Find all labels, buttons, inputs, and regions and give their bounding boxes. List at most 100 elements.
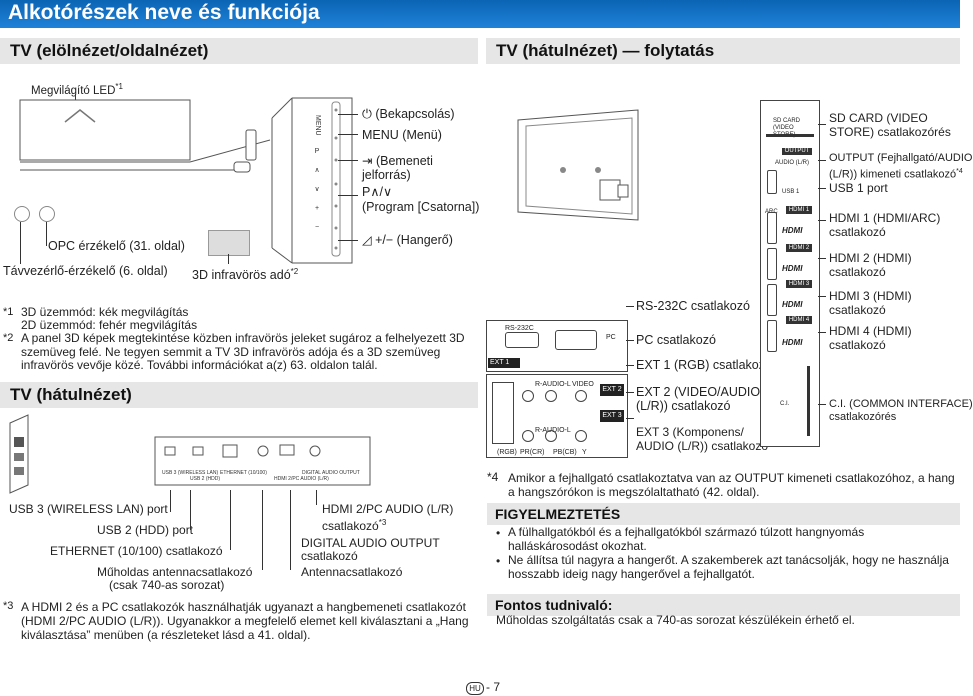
led-label: Megvilágító LED*1 (31, 82, 123, 97)
leader-line (818, 160, 826, 161)
panel-hdmi3-badge: HDMI 3 (786, 280, 812, 288)
leader-line (818, 124, 826, 125)
panel-rgb-label: (RGB) (497, 449, 517, 456)
side-label: + (314, 205, 320, 212)
ext2-label: EXT 2 (VIDEO/AUDIO (636, 385, 761, 399)
note-3: A HDMI 2 és a PC csatlakozók használhatj… (21, 600, 469, 642)
side-label: ∨ (314, 186, 320, 193)
hdmi4-label: HDMI 4 (HDMI) (829, 324, 912, 338)
output-label: OUTPUT (Fejhallgató/AUDIO (829, 152, 973, 164)
note-4: Amikor a fejhallgató csatlakoztatva van … (508, 471, 955, 499)
leader-line (338, 240, 358, 241)
leader-line (170, 490, 171, 512)
leader-line (190, 490, 191, 530)
prog-symbol: P∧/∨ (362, 185, 393, 199)
panel-usb1-label: USB 1 (782, 189, 800, 195)
warning-item-2: Ne állítsa túl nagyra a hangerőt. A szak… (508, 553, 949, 581)
leader-line (75, 94, 76, 104)
hdmi1-label-2: csatlakozó (829, 225, 886, 239)
panel-ci-label: C.I. (780, 401, 790, 407)
pc-label: PC csatlakozó (636, 333, 716, 347)
leader-line (626, 392, 634, 393)
jack-icon (575, 430, 587, 442)
jack-icon (545, 430, 557, 442)
usb2-label: USB 2 (HDD) port (97, 523, 194, 537)
usb1-label: USB 1 port (829, 181, 888, 195)
panel-raudio-label: R-AUDIO-L (535, 381, 571, 388)
jack-icon (545, 390, 557, 402)
leader-line (626, 365, 634, 366)
eth-label: ETHERNET (10/100) csatlakozó (50, 544, 223, 558)
bullet-icon: • (496, 554, 501, 568)
side-connector-panel (760, 100, 820, 447)
output-label-2: (L/R)) kimeneti csatlakozó*4 (829, 168, 963, 181)
panel-label: DIGITAL AUDIO OUTPUT (302, 470, 360, 476)
side-label: − (314, 224, 320, 231)
leader-line (316, 490, 317, 505)
hdmi2-label: HDMI 2 (HDMI) (829, 251, 912, 265)
side-label: P (314, 148, 320, 155)
panel-hdmi4-badge: HDMI 4 (786, 316, 812, 324)
hdmi3-label-2: csatlakozó (829, 303, 886, 317)
hdmi3-label: HDMI 3 (HDMI) (829, 289, 912, 303)
sd-label: SD CARD (VIDEO (829, 111, 928, 125)
leader-line (46, 222, 47, 246)
ant-label: Antennacsatlakozó (301, 565, 403, 579)
page-title: Alkotórészek neve és funkciója (8, 1, 320, 24)
panel-ext2-badge: EXT 2 (600, 384, 624, 396)
sd-label-2: STORE) csatlakozórés (829, 125, 951, 139)
hdmi1-port-icon (767, 212, 777, 244)
leader-line (230, 490, 231, 550)
warning-item-1: A fülhallgatókból és a fejhallgatókból s… (508, 525, 865, 553)
remote-sensor-icon (14, 206, 30, 222)
volume-icon: ◿ (362, 233, 376, 247)
leader-line (818, 404, 826, 405)
panel-pc-label: PC (606, 334, 616, 341)
hdmi2pc-label-2: csatlakozó*3 (322, 518, 387, 533)
bullet-icon: • (496, 526, 501, 540)
power-label: ⏻ (Bekapcsolás) (362, 107, 455, 121)
warning-header: FIGYELMEZTETÉS (487, 503, 960, 525)
scart-port-icon (492, 382, 514, 444)
info-header: Fontos tudnivaló: (487, 594, 960, 616)
leader-line (290, 490, 291, 570)
section-front-title: TV (elölnézet/oldalnézet) (10, 41, 209, 60)
tv-rear-full-illustration (517, 109, 639, 221)
digital-label-2: csatlakozó (301, 549, 358, 563)
panel-output-badge: OUTPUT (782, 148, 812, 155)
panel-hdmi1-badge: HDMI 1 (786, 206, 812, 214)
power-icon: ⏻ (362, 107, 376, 121)
leader-line (626, 418, 634, 419)
side-label: ∧ (314, 167, 320, 174)
leader-line (626, 306, 634, 307)
side-button-labels: MENU P ∧ ∨ + − (312, 108, 322, 258)
title-bar: Alkotórészek neve és funkciója (0, 0, 960, 28)
panel-hdmi2-badge: HDMI 2 (786, 244, 812, 252)
section-rear-cont-header: TV (hátulnézet) — folytatás (486, 38, 960, 64)
panel-video-label: VIDEO (572, 381, 594, 388)
section-front-header: TV (elölnézet/oldalnézet) (0, 38, 478, 64)
leader-line (818, 220, 826, 221)
menu-label: MENU (Menü) (362, 128, 442, 142)
opc-label: OPC érzékelő (31. oldal) (48, 239, 185, 253)
leader-line (338, 114, 358, 115)
panel-label: USB 2 (HDD) (190, 476, 221, 482)
tv-front-illustration (19, 99, 271, 173)
remote-sensor-label: Távvezérlő-érzékelő (6. oldal) (3, 264, 168, 278)
ir-emitter-icon (208, 230, 250, 256)
hdmi3-port-icon (767, 284, 777, 316)
side-buttons-illustration (271, 97, 353, 264)
ci-label-2: csatlakozórés (829, 411, 897, 423)
ci-label: C.I. (COMMON INTERFACE) (829, 398, 973, 410)
digital-label: DIGITAL AUDIO OUTPUT (301, 536, 440, 550)
hdmi2-port-icon (767, 248, 777, 280)
hdmi-logo: HDMI (782, 264, 803, 273)
note-2-mark: *2 (3, 332, 14, 344)
tv-rear-illustration (9, 414, 371, 494)
note-1a: 3D üzemmód: kék megvilágítás (21, 305, 189, 319)
hdmi-logo: HDMI (782, 338, 803, 347)
leader-line (626, 340, 634, 341)
page-number: - 7 (486, 680, 501, 694)
rs232-label: RS-232C csatlakozó (636, 299, 750, 313)
panel-label: ETHERNET (10/100) (220, 470, 267, 476)
